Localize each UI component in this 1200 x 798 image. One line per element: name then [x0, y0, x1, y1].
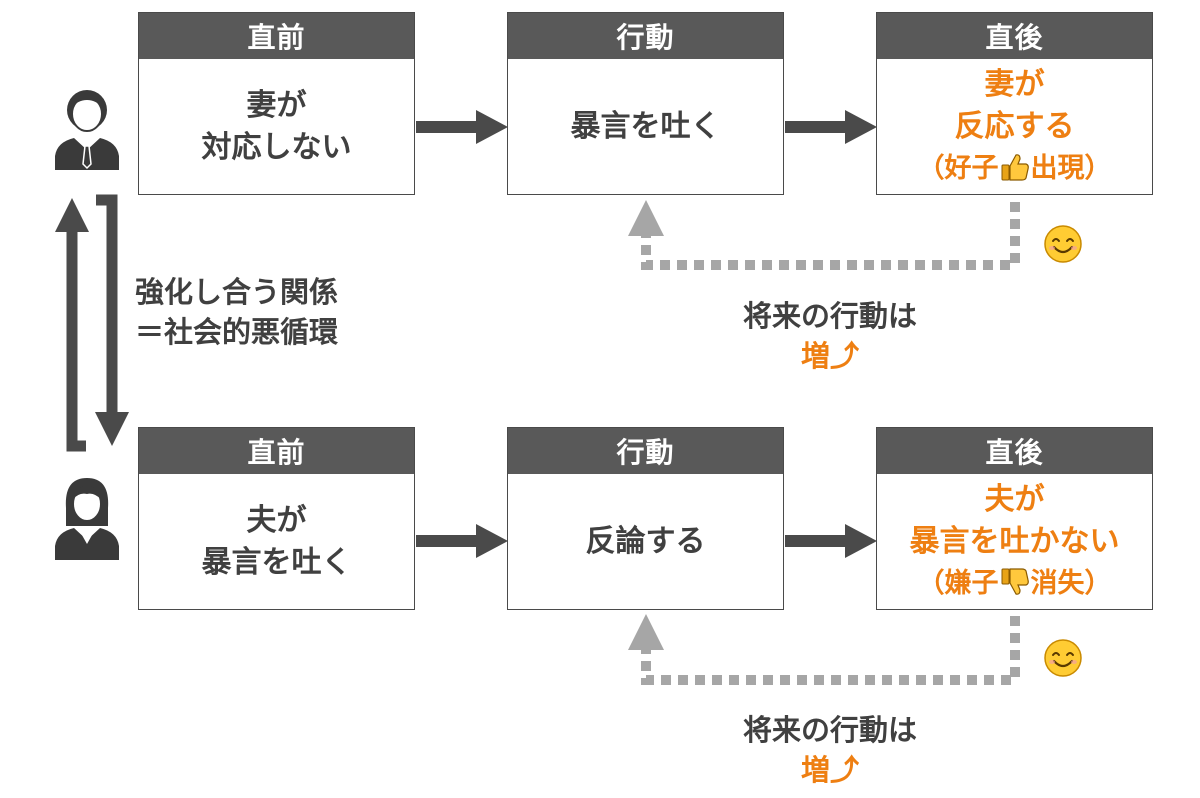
top-before-body: 妻が 対応しない — [139, 59, 414, 194]
top-after-line-1: 妻が — [984, 66, 1045, 102]
cycle-label-line-2: ＝社会的悪循環 — [135, 315, 339, 349]
cycle-arrow-up — [55, 198, 89, 452]
top-before-line-1: 妻が — [246, 87, 307, 123]
bottom-after-line-1: 夫が — [984, 481, 1045, 517]
arrow-before-to-behavior-top — [416, 110, 508, 144]
top-behavior-header: 行動 — [508, 13, 783, 59]
top-before-box: 直前 妻が 対応しない — [138, 12, 415, 195]
bottom-after-line-2: 暴言を吐かない — [909, 523, 1120, 559]
bottom-behavior-body: 反論する — [508, 474, 783, 609]
bottom-before-line-1: 夫が — [246, 502, 307, 538]
cycle-arrow-down — [95, 194, 129, 446]
bottom-before-body: 夫が 暴言を吐く — [139, 474, 414, 609]
bottom-behavior-line-1: 反論する — [585, 523, 706, 559]
up-right-arrow-icon: ⤴ — [830, 753, 860, 787]
top-future-increase: 増⤴ — [700, 336, 960, 376]
top-behavior-body: 暴言を吐く — [508, 59, 783, 194]
bottom-before-line-2: 暴言を吐く — [201, 544, 352, 580]
bottom-future-text: 将来の行動は — [742, 713, 917, 747]
top-after-box: 直後 妻が 反応する （好子 出現） — [876, 12, 1153, 195]
cycle-label-line-1: 強化し合う関係 — [135, 275, 339, 309]
top-future-label: 将来の行動は 増⤴ — [700, 296, 960, 376]
top-after-body: 妻が 反応する （好子 出現） — [877, 59, 1152, 194]
bottom-before-box: 直前 夫が 暴言を吐く — [138, 427, 415, 610]
thumbs-down-icon — [1001, 567, 1029, 595]
top-future-value: 増 — [800, 339, 830, 373]
smile-icon — [1044, 225, 1082, 263]
cycle-label: 強化し合う関係 ＝社会的悪循環 — [135, 272, 385, 352]
bottom-after-header: 直後 — [877, 428, 1152, 474]
bottom-after-paren-open: （嫌子 — [917, 567, 999, 599]
bottom-future-value: 増 — [800, 753, 830, 787]
husband-icon — [55, 90, 119, 170]
top-after-header: 直後 — [877, 13, 1152, 59]
arrow-behavior-to-after-bottom — [785, 524, 877, 558]
top-future-text: 将来の行動は — [742, 299, 917, 333]
top-before-header: 直前 — [139, 13, 414, 59]
top-after-line-2: 反応する — [954, 108, 1075, 144]
bottom-after-box: 直後 夫が 暴言を吐かない （嫌子 消失） — [876, 427, 1153, 610]
bottom-after-paren-close: 消失） — [1030, 567, 1112, 599]
top-behavior-box: 行動 暴言を吐く — [507, 12, 784, 195]
arrow-before-to-behavior-bottom — [416, 524, 508, 558]
feedback-loop-bottom — [628, 614, 1020, 685]
smile-icon — [1044, 639, 1082, 677]
top-before-line-2: 対応しない — [201, 129, 352, 165]
top-after-paren-close: 出現） — [1030, 152, 1112, 184]
bottom-future-label: 将来の行動は 増⤴ — [700, 710, 960, 790]
top-behavior-line-1: 暴言を吐く — [570, 108, 721, 144]
bottom-future-increase: 増⤴ — [700, 750, 960, 790]
bottom-behavior-header: 行動 — [508, 428, 783, 474]
wife-icon — [55, 478, 119, 560]
bottom-behavior-box: 行動 反論する — [507, 427, 784, 610]
thumbs-up-icon — [1001, 153, 1029, 181]
bottom-after-body: 夫が 暴言を吐かない （嫌子 消失） — [877, 474, 1152, 609]
bottom-after-paren: （嫌子 消失） — [918, 563, 1112, 605]
top-after-paren: （好子 出現） — [918, 148, 1112, 190]
arrow-behavior-to-after-top — [785, 110, 877, 144]
top-after-paren-open: （好子 — [917, 152, 999, 184]
feedback-loop-top — [628, 200, 1020, 270]
bottom-before-header: 直前 — [139, 428, 414, 474]
up-right-arrow-icon: ⤴ — [830, 339, 860, 373]
